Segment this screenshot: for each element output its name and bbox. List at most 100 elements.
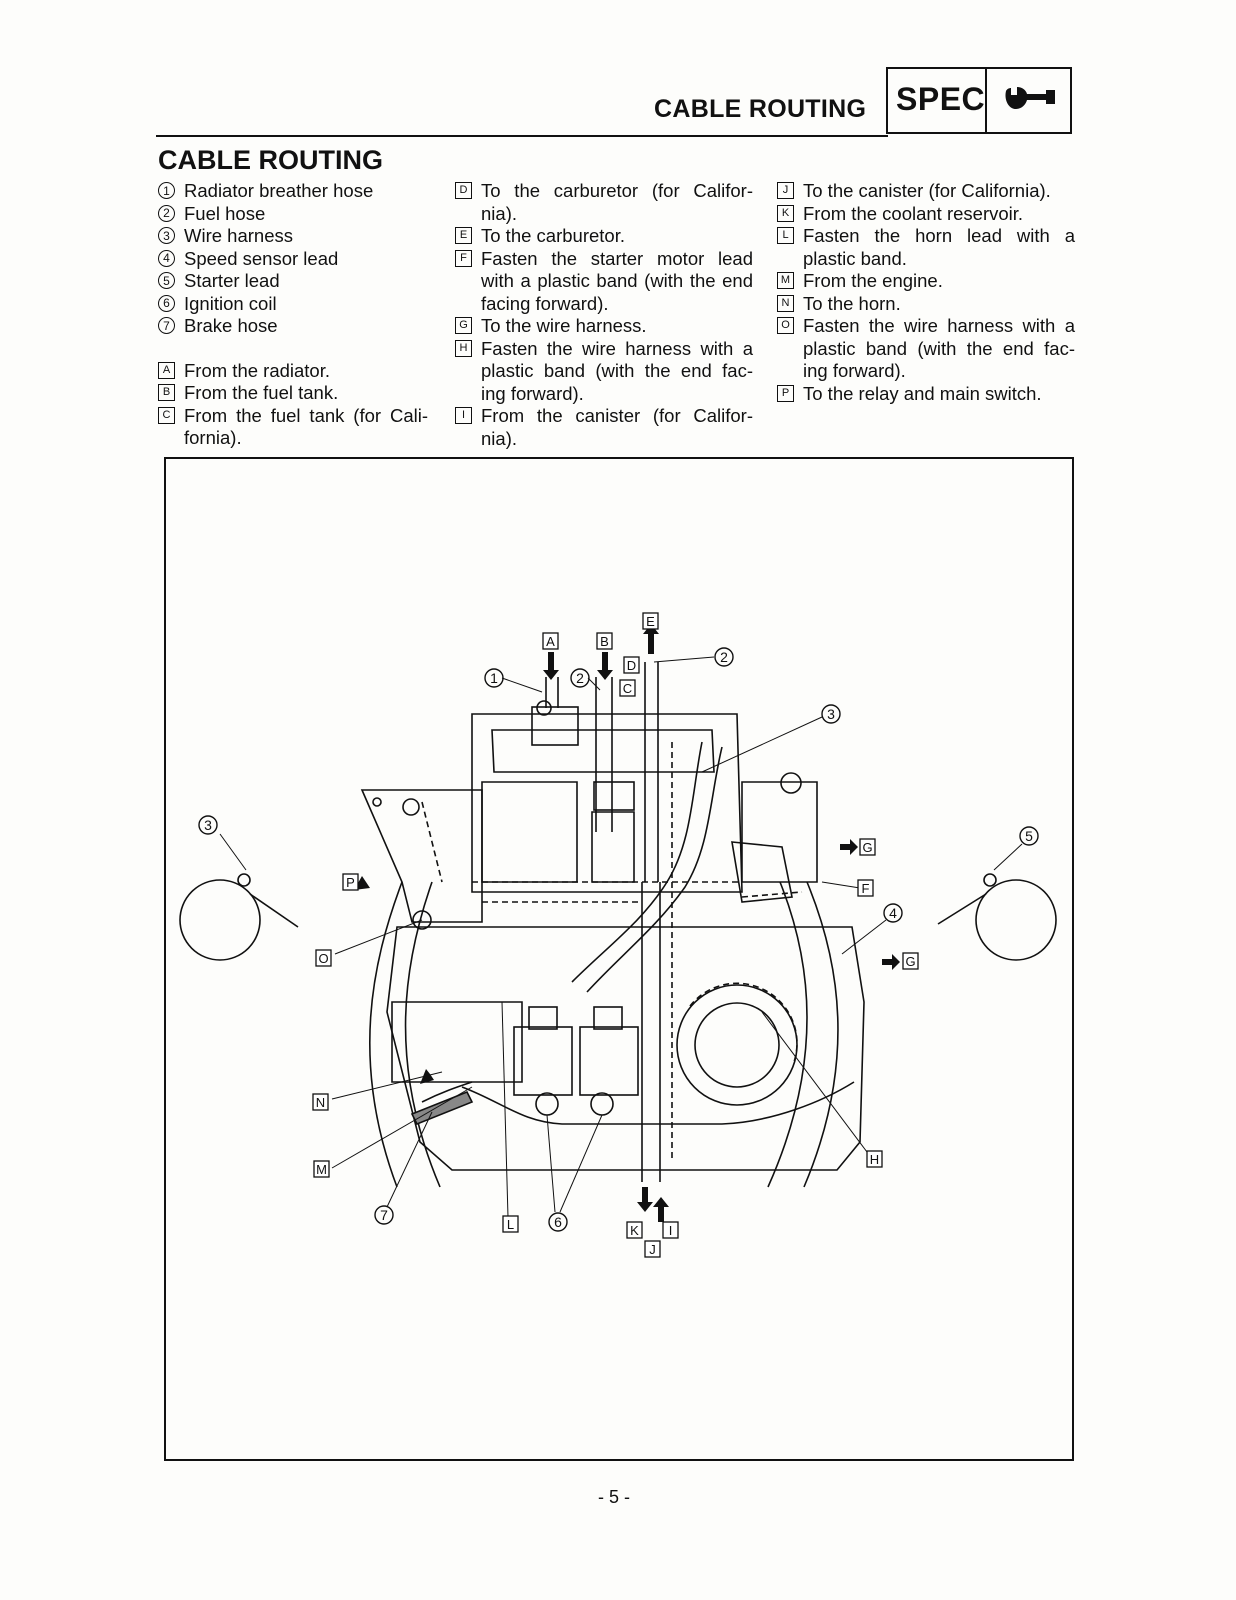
diagram-callout: E — [646, 614, 655, 629]
diagram-callout: 3 — [204, 817, 212, 833]
legend-item: O Fasten the wire harness with a plastic … — [777, 315, 1075, 383]
legend-marker: L — [777, 227, 794, 244]
diagram-callout: 2 — [576, 670, 584, 686]
legend-item: J To the canister (for California). — [777, 180, 1075, 203]
legend-text: Ignition coil — [184, 292, 277, 314]
diagram-callout: B — [600, 634, 609, 649]
legend-marker: G — [455, 317, 472, 334]
legend-text: Fasten the wire harness with a plastic b… — [803, 315, 1075, 381]
legend-column-3: J To the canister (for California). K From… — [777, 180, 1075, 405]
diagram-callout: N — [316, 1095, 325, 1110]
diagram-callout: G — [862, 840, 872, 855]
legend-marker: D — [455, 182, 472, 199]
header-rule — [156, 135, 888, 137]
diagram-callout: I — [669, 1223, 673, 1238]
legend-marker: 2 — [158, 204, 175, 222]
legend-item: M From the engine. — [777, 270, 1075, 293]
legend-marker: J — [777, 182, 794, 199]
legend-item: G To the wire harness. — [455, 315, 753, 338]
diagram-callout: A — [546, 634, 555, 649]
diagram-callout: 6 — [554, 1214, 562, 1230]
legend-item: P To the relay and main switch. — [777, 383, 1075, 406]
legend-text: To the carburetor. — [481, 225, 625, 246]
legend-marker: O — [777, 317, 794, 334]
diagram-callout: 2 — [720, 649, 728, 665]
legend-marker: 5 — [158, 272, 175, 289]
legend-text: From the coolant reservoir. — [803, 202, 1024, 224]
legend-marker: 3 — [158, 227, 175, 244]
legend-marker: 7 — [158, 317, 175, 334]
spec-badge-divider — [985, 69, 987, 132]
diagram-callout: 5 — [1025, 828, 1033, 844]
legend-marker: B — [158, 384, 175, 401]
legend-text: Fuel hose — [184, 202, 266, 224]
wrench-icon — [1005, 87, 1055, 109]
legend-text: Brake hose — [184, 315, 278, 336]
legend-marker: K — [777, 204, 794, 222]
legend-marker: E — [455, 227, 472, 244]
legend-item: F Fasten the starter motor lead with a pl… — [455, 248, 753, 316]
running-header-title: CABLE ROUTING — [654, 95, 867, 123]
legend-text: From the radiator. — [184, 359, 331, 381]
legend-item: N To the horn. — [777, 293, 1075, 316]
legend-text: To the relay and main switch. — [803, 382, 1042, 404]
legend-column-2: D To the carburetor (for Califor- nia). E… — [455, 180, 753, 450]
diagram-callout: H — [870, 1152, 879, 1167]
diagram-callout: O — [318, 951, 328, 966]
legend-marker: I — [455, 407, 472, 424]
legend-item: D To the carburetor (for Califor- nia). — [455, 180, 753, 225]
legend-item: C From the fuel tank (for Cali- fornia). — [158, 405, 428, 450]
legend-marker: H — [455, 339, 472, 357]
section-title: CABLE ROUTING — [158, 145, 383, 175]
diagram-callout: K — [630, 1223, 639, 1238]
legend-marker: 4 — [158, 249, 175, 267]
diagram-callout: D — [627, 658, 636, 673]
legend-text: To the canister (for California). — [803, 180, 1051, 201]
legend-text: Fasten the horn lead with a plastic band… — [803, 225, 1075, 269]
legend-text: To the horn. — [803, 292, 901, 314]
diagram-callout: 1 — [490, 670, 498, 686]
legend-text: Fasten the starter motor lead with a pla… — [481, 247, 753, 314]
legend-marker: P — [777, 384, 794, 402]
legend-text: From the canister (for Califor- nia). — [481, 405, 753, 449]
legend-item: 3 Wire harness — [158, 225, 428, 248]
legend-item: L Fasten the horn lead with a plastic ban… — [777, 225, 1075, 270]
diagram-callout: M — [316, 1162, 327, 1177]
legend-text: To the carburetor (for Califor- nia). — [481, 180, 753, 224]
legend-marker: F — [455, 249, 472, 267]
legend-text: Starter lead — [184, 270, 280, 291]
legend-item: 5 Starter lead — [158, 270, 428, 293]
cable-routing-diagram: 1 2 2 3 3 4 5 6 7 A B C D E F G G H I J … — [164, 457, 1074, 1461]
legend-text: Wire harness — [184, 225, 293, 246]
legend-item: I From the canister (for Califor- nia). — [455, 405, 753, 450]
diagram-callout: J — [649, 1242, 656, 1257]
legend-item: E To the carburetor. — [455, 225, 753, 248]
legend-text: Fasten the wire harness with a plastic b… — [481, 337, 753, 404]
diagram-callout: L — [507, 1217, 514, 1232]
legend-item: 7 Brake hose — [158, 315, 428, 338]
page-number: - 5 - — [598, 1487, 631, 1507]
legend-item: K From the coolant reservoir. — [777, 203, 1075, 226]
legend-marker: 1 — [158, 182, 175, 199]
diagram-callout: 4 — [889, 905, 897, 921]
legend-text: To the wire harness. — [481, 315, 647, 336]
diagram-callout: G — [905, 954, 915, 969]
legend-text: From the engine. — [803, 270, 943, 291]
diagram-callout: 7 — [380, 1207, 388, 1223]
legend-item: A From the radiator. — [158, 360, 428, 383]
legend-marker: C — [158, 406, 175, 424]
legend-item: H Fasten the wire harness with a plastic … — [455, 338, 753, 406]
diagram-callout: 3 — [827, 706, 835, 722]
engine-illustration: 1 2 2 3 3 4 5 6 7 A B C D E F G G H I J … — [179, 612, 1057, 1258]
legend-marker: A — [158, 361, 175, 379]
legend-text: From the fuel tank (for Cali- fornia). — [184, 404, 428, 449]
diagram-callout: P — [346, 875, 355, 890]
legend-marker: M — [777, 272, 794, 289]
legend-marker: N — [777, 294, 794, 312]
spec-badge-label: SPEC — [896, 81, 986, 117]
